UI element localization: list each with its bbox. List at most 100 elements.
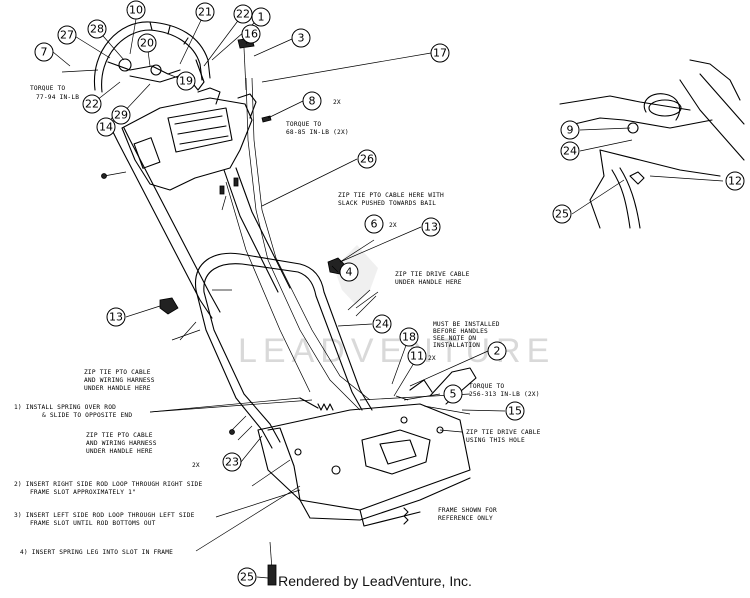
callout-13b: 13	[106, 307, 126, 327]
note-zip-pto-left-3: UNDER HANDLE HERE	[84, 385, 151, 392]
watermark-text: LEADVENTURE	[238, 332, 555, 370]
note-zip-drive-hole: ZIP TIE DRIVE CABLE	[466, 429, 541, 436]
note-qty-11: 2X	[428, 355, 436, 362]
note-qty-8: 2X	[333, 99, 341, 106]
callout-15: 15	[505, 401, 525, 421]
note-zip-pto-2: SLACK PUSHED TOWARDS BAIL	[338, 200, 436, 207]
note-must-install-3: SEE NOTE ON	[433, 335, 476, 342]
callout-1: 1	[251, 7, 271, 27]
note-step-3-2: FRAME SLOT UNTIL ROD BOTTOMS OUT	[30, 520, 156, 527]
note-qty-23: 2X	[192, 462, 200, 469]
svg-text:24: 24	[375, 318, 389, 331]
svg-text:4: 4	[346, 266, 353, 279]
note-frame-shown-2: REFERENCE ONLY	[438, 515, 493, 522]
note-zip-drive-hole-2: USING THIS HOLE	[466, 437, 525, 444]
svg-text:16: 16	[244, 28, 258, 41]
callout-8: 8	[302, 91, 322, 111]
svg-text:14: 14	[99, 121, 113, 134]
svg-text:13: 13	[424, 221, 438, 234]
note-step-2-2: FRAME SLOT APPROXIMATELY 1"	[30, 489, 136, 496]
upper-bail-assembly	[93, 21, 211, 93]
callout-29: 29	[111, 105, 131, 125]
svg-text:22: 22	[236, 8, 250, 21]
svg-text:8: 8	[309, 95, 316, 108]
svg-text:17: 17	[433, 47, 447, 60]
callout-25-inset: 25	[552, 204, 572, 224]
upper-handle	[111, 127, 291, 319]
note-zip-drive: ZIP TIE DRIVE CABLE	[395, 271, 470, 278]
callout-22: 22	[233, 4, 253, 24]
callout-7: 7	[34, 42, 54, 62]
note-torque-8-value: 68-85 IN-LB (2X)	[286, 129, 349, 136]
note-must-install-4: INSTALLATION	[433, 342, 480, 349]
hardware	[61, 37, 471, 586]
lower-handle	[195, 252, 373, 449]
callout-13: 13	[421, 217, 441, 237]
svg-text:10: 10	[129, 4, 143, 17]
note-torque-handle: TORQUE TO	[30, 85, 65, 92]
svg-text:18: 18	[402, 331, 416, 344]
footer-credit: Rendered by LeadVenture, Inc.	[278, 573, 472, 589]
svg-text:5: 5	[450, 388, 457, 401]
mower-frame	[257, 367, 477, 527]
note-step-1-2: & SLIDE TO OPPOSITE END	[42, 412, 132, 419]
callout-4: 4	[339, 262, 359, 282]
svg-text:7: 7	[41, 46, 48, 59]
svg-text:24: 24	[563, 145, 577, 158]
svg-text:13: 13	[109, 311, 123, 324]
callout-17: 17	[430, 43, 450, 63]
svg-text:1: 1	[258, 11, 265, 24]
svg-text:23: 23	[225, 456, 239, 469]
note-torque-handle-value: 77-94 IN-LB	[36, 94, 79, 101]
callout-28: 28	[87, 19, 107, 39]
note-zip-drive-2: UNDER HANDLE HERE	[395, 279, 462, 286]
callout-18: 18	[399, 327, 419, 347]
note-zip-pto: ZIP TIE PTO CABLE HERE WITH	[338, 192, 444, 199]
callout-19: 19	[176, 71, 196, 91]
callout-24: 24	[372, 314, 392, 334]
svg-text:11: 11	[410, 350, 424, 363]
callout-22b: 22	[82, 94, 102, 114]
note-torque-5-value: 256-313 IN-LB (2X)	[469, 391, 540, 398]
svg-text:25: 25	[240, 571, 254, 584]
dash-panel	[121, 87, 257, 191]
note-zip-pto-lower-3: UNDER HANDLE HERE	[86, 448, 153, 455]
svg-text:25: 25	[555, 208, 569, 221]
callout-9: 9	[560, 120, 580, 140]
svg-text:9: 9	[567, 124, 574, 137]
note-frame-shown: FRAME SHOWN FOR	[438, 507, 497, 514]
svg-text:20: 20	[140, 37, 154, 50]
note-step-3: 3) INSERT LEFT SIDE ROD LOOP THROUGH LEF…	[14, 512, 195, 519]
note-step-1: 1) INSTALL SPRING OVER ROD	[14, 404, 116, 411]
note-qty-6: 2X	[389, 222, 397, 229]
svg-text:2: 2	[494, 345, 501, 358]
callout-10: 10	[126, 0, 146, 20]
svg-text:21: 21	[198, 6, 212, 19]
assembly-notes: TORQUE TO 77-94 IN-LB 2X TORQUE TO 68-85…	[14, 85, 541, 556]
callout-6: 6	[364, 214, 384, 234]
callout-20: 20	[137, 33, 157, 53]
callout-12: 12	[725, 171, 745, 191]
callout-16: 16	[241, 24, 261, 44]
note-step-2: 2) INSERT RIGHT SIDE ROD LOOP THROUGH RI…	[14, 481, 202, 488]
svg-text:27: 27	[60, 29, 74, 42]
note-zip-pto-left: ZIP TIE PTO CABLE	[84, 369, 151, 376]
callout-5: 5	[443, 384, 463, 404]
inset-detail	[558, 54, 745, 230]
svg-text:19: 19	[179, 75, 193, 88]
callout-27: 27	[57, 25, 77, 45]
note-zip-pto-lower: ZIP TIE PTO CABLE	[86, 432, 153, 439]
callout-14: 14	[96, 117, 116, 137]
callout-2: 2	[487, 341, 507, 361]
note-torque-8: TORQUE TO	[286, 121, 321, 128]
callout-25: 25	[237, 567, 257, 587]
cables	[225, 77, 371, 411]
note-zip-pto-lower-2: AND WIRING HARNESS	[86, 440, 157, 447]
note-must-install-2: BEFORE HANDLES	[433, 328, 488, 335]
callout-21: 21	[195, 2, 215, 22]
note-zip-pto-left-2: AND WIRING HARNESS	[84, 377, 155, 384]
note-step-4: 4) INSERT SPRING LEG INTO SLOT IN FRAME	[20, 549, 173, 556]
svg-text:15: 15	[508, 405, 522, 418]
